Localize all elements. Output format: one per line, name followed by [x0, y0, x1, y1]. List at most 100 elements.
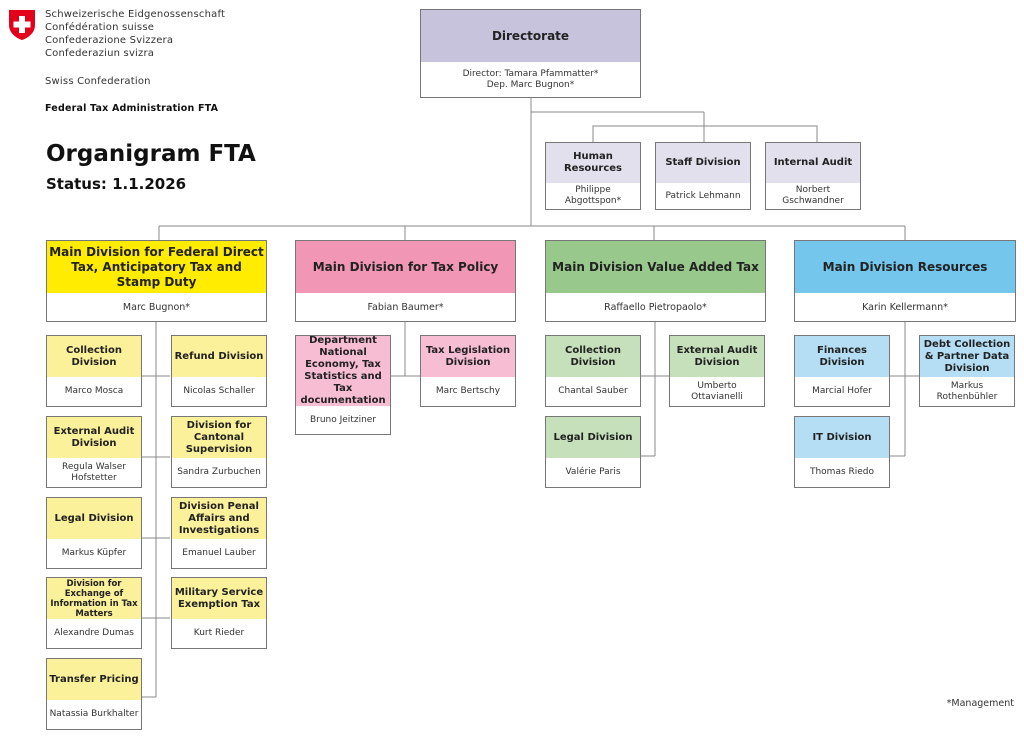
division-title-text: Tax Legislation Division	[425, 344, 511, 368]
main-division-tax-policy[interactable]: Main Division for Tax Policy Fabian Baum…	[295, 240, 516, 322]
unit-title-text: Staff Division	[665, 157, 741, 168]
division-dt-external-audit[interactable]: External Audit Division Regula Walser Ho…	[46, 416, 142, 488]
division-title: IT Division	[795, 417, 889, 458]
main-division-title-text: Main Division for Tax Policy	[312, 259, 499, 274]
division-title: Division Penal Affairs and Investigation…	[172, 498, 266, 539]
division-dt-military-exemption[interactable]: Military Service Exemption Tax Kurt Ried…	[171, 577, 267, 649]
division-dt-transfer-pricing[interactable]: Transfer Pricing Natassia Burkhalter	[46, 658, 142, 730]
division-vat-legal[interactable]: Legal Division Valérie Paris	[545, 416, 641, 488]
header-line-fr: Confédération suisse	[45, 22, 155, 33]
division-title-text: Division for Cantonal Supervision	[185, 419, 253, 455]
main-division-title-text: Main Division Resources	[822, 259, 988, 274]
division-tp-national-economy[interactable]: Department National Economy, Tax Statist…	[295, 335, 391, 435]
main-division-title: Main Division Value Added Tax	[546, 241, 765, 293]
division-tp-tax-legislation[interactable]: Tax Legislation Division Marc Bertschy	[420, 335, 516, 407]
division-head: Markus Küpfer	[47, 539, 141, 568]
division-title: External Audit Division	[47, 417, 141, 458]
division-title-text: Legal Division	[553, 431, 633, 443]
main-division-resources[interactable]: Main Division Resources Karin Kellermann…	[794, 240, 1016, 322]
directorate-title: Directorate	[421, 10, 640, 62]
division-head: Kurt Rieder	[172, 619, 266, 648]
division-head: Thomas Riedo	[795, 458, 889, 487]
header-line-de: Schweizerische Eidgenossenschaft	[45, 9, 226, 20]
division-res-finances[interactable]: Finances Division Marcial Hofer	[794, 335, 890, 407]
management-footnote: *Management	[946, 698, 1014, 709]
division-title: Debt Collection & Partner Data Division	[920, 336, 1014, 377]
division-title-text: Division for Exchange of Information in …	[50, 578, 138, 619]
division-title-text: Military Service Exemption Tax	[174, 586, 264, 610]
header-confederation: Swiss Confederation	[45, 76, 151, 87]
connector-line	[592, 125, 818, 142]
unit-title: Internal Audit	[766, 143, 860, 183]
staff-unit-internal-audit[interactable]: Internal Audit Norbert Gschwandner	[765, 142, 861, 210]
division-dt-penal-affairs[interactable]: Division Penal Affairs and Investigation…	[171, 497, 267, 569]
division-head: Natassia Burkhalter	[47, 700, 141, 729]
division-title: Transfer Pricing	[47, 659, 141, 700]
division-head: Regula Walser Hofstetter	[47, 458, 141, 487]
main-division-vat[interactable]: Main Division Value Added Tax Raffaello …	[545, 240, 766, 322]
division-title-text: Refund Division	[174, 350, 264, 362]
header-line-rm: Confederaziun svizra	[45, 48, 155, 59]
header-agency: Federal Tax Administration FTA	[45, 103, 219, 114]
main-division-head: Marc Bugnon*	[47, 293, 266, 321]
division-title-text: Finances Division	[817, 344, 867, 368]
division-title-text: Debt Collection & Partner Data Division	[923, 338, 1011, 374]
directorate-title-text: Directorate	[491, 28, 570, 43]
division-title: Tax Legislation Division	[421, 336, 515, 377]
division-dt-refund[interactable]: Refund Division Nicolas Schaller	[171, 335, 267, 407]
main-division-head: Karin Kellermann*	[795, 293, 1015, 321]
directorate-box[interactable]: Directorate Director: Tamara Pfammatter*…	[420, 9, 641, 98]
director-name: Director: Tamara Pfammatter*	[462, 68, 599, 79]
division-head: Emanuel Lauber	[172, 539, 266, 568]
main-division-title: Main Division for Federal Direct Tax, An…	[47, 241, 266, 293]
unit-head: Norbert Gschwandner	[766, 183, 860, 209]
division-dt-exchange-information[interactable]: Division for Exchange of Information in …	[46, 577, 142, 649]
swiss-shield-icon	[8, 9, 36, 41]
division-title: External Audit Division	[670, 336, 764, 377]
division-dt-collection[interactable]: Collection Division Marco Mosca	[46, 335, 142, 407]
staff-unit-staff-division[interactable]: Staff Division Patrick Lehmann	[655, 142, 751, 210]
division-title-text: Division Penal Affairs and Investigation…	[178, 500, 260, 536]
status-date: Status: 1.1.2026	[46, 175, 187, 193]
division-title: Collection Division	[546, 336, 640, 377]
division-head: Alexandre Dumas	[47, 619, 141, 648]
deputy-name: Dep. Marc Bugnon*	[486, 79, 575, 90]
division-head: Valérie Paris	[546, 458, 640, 487]
division-res-it[interactable]: IT Division Thomas Riedo	[794, 416, 890, 488]
main-division-title-text: Main Division Value Added Tax	[552, 259, 759, 274]
division-title: Legal Division	[546, 417, 640, 458]
division-title: Department National Economy, Tax Statist…	[296, 335, 390, 406]
division-head: Markus Rothenbühler	[920, 377, 1014, 406]
division-title-text: External Audit Division	[53, 425, 135, 449]
division-head: Chantal Sauber	[546, 377, 640, 406]
page-title: Organigram FTA	[46, 141, 256, 167]
division-vat-external-audit[interactable]: External Audit Division Umberto Ottavian…	[669, 335, 765, 407]
staff-unit-human-resources[interactable]: Human Resources Philippe Abgottspon*	[545, 142, 641, 210]
division-res-debt-collection[interactable]: Debt Collection & Partner Data Division …	[919, 335, 1015, 407]
division-title-text: Transfer Pricing	[49, 673, 139, 685]
division-vat-collection[interactable]: Collection Division Chantal Sauber	[545, 335, 641, 407]
directorate-heads: Director: Tamara Pfammatter* Dep. Marc B…	[421, 62, 640, 97]
division-title-text: Legal Division	[54, 512, 134, 524]
main-division-title: Main Division Resources	[795, 241, 1015, 293]
division-title: Refund Division	[172, 336, 266, 377]
division-head: Marco Mosca	[47, 377, 141, 406]
division-title-text: Collection Division	[565, 344, 621, 368]
unit-title: Staff Division	[656, 143, 750, 183]
division-head: Bruno Jeitziner	[296, 406, 390, 434]
division-title: Legal Division	[47, 498, 141, 539]
division-title-text: Department National Economy, Tax Statist…	[300, 335, 386, 406]
division-title: Collection Division	[47, 336, 141, 377]
main-division-title: Main Division for Tax Policy	[296, 241, 515, 293]
division-title: Military Service Exemption Tax	[172, 578, 266, 619]
main-division-direct-tax[interactable]: Main Division for Federal Direct Tax, An…	[46, 240, 267, 322]
division-title-text: IT Division	[812, 431, 872, 443]
division-dt-legal[interactable]: Legal Division Markus Küpfer	[46, 497, 142, 569]
division-head: Nicolas Schaller	[172, 377, 266, 406]
unit-title-text: Internal Audit	[773, 157, 853, 168]
division-dt-cantonal-supervision[interactable]: Division for Cantonal Supervision Sandra…	[171, 416, 267, 488]
main-division-title-text: Main Division for Federal Direct Tax, An…	[49, 244, 264, 289]
division-title: Division for Exchange of Information in …	[47, 578, 141, 619]
division-head: Marcial Hofer	[795, 377, 889, 406]
